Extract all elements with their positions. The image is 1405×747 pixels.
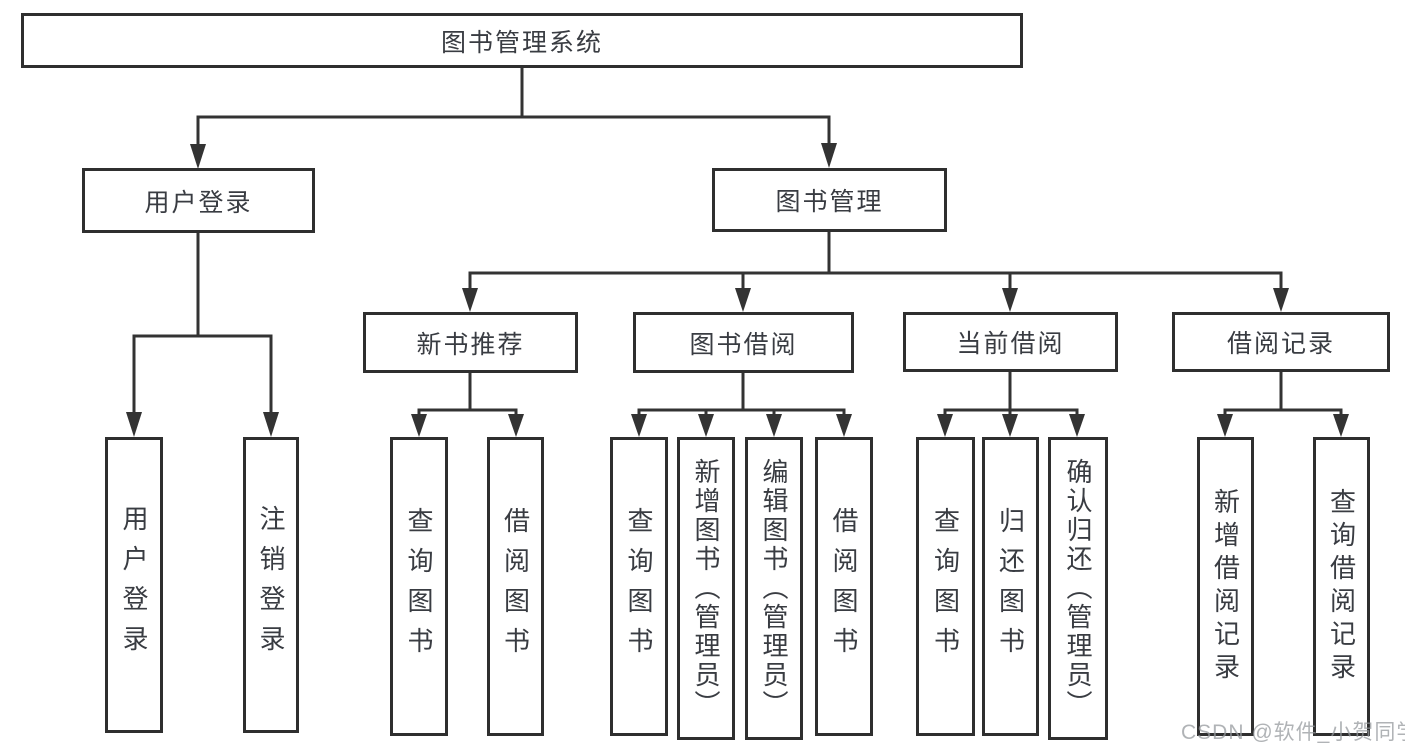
connector-records-children: [1217, 372, 1349, 437]
node-leaf-records-query: 查询借阅记录: [1313, 437, 1370, 736]
connector-mgmt-children: [462, 232, 1289, 312]
node-user-login-label: 用户登录: [144, 188, 253, 217]
node-leaf-current-confirm-admin-label: 确认归还（管理员）: [1063, 458, 1093, 719]
node-leaf-borrow-query-label: 查询图书: [624, 506, 654, 667]
node-new-book-recommend: 新书推荐: [363, 312, 578, 373]
node-book-management: 图书管理: [712, 168, 947, 232]
node-leaf-borrow-add-admin-label: 新增图书（管理员）: [691, 458, 721, 719]
node-leaf-user-login-label: 用户登录: [119, 505, 149, 665]
node-leaf-records-add: 新增借阅记录: [1197, 437, 1254, 736]
node-leaf-user-login: 用户登录: [105, 437, 163, 733]
node-book-borrow-label: 图书借阅: [689, 330, 798, 359]
node-leaf-borrow-borrow: 借阅图书: [815, 437, 873, 736]
node-current-borrow: 当前借阅: [903, 312, 1118, 372]
node-leaf-newbook-query-label: 查询图书: [404, 506, 434, 667]
node-leaf-borrow-edit-admin-label: 编辑图书（管理员）: [759, 458, 789, 719]
connector-login-children: [126, 233, 279, 437]
node-leaf-borrow-query: 查询图书: [610, 437, 668, 736]
node-current-borrow-label: 当前借阅: [956, 330, 1065, 358]
node-book-borrow: 图书借阅: [633, 312, 854, 373]
node-leaf-current-return-label: 归还图书: [995, 506, 1026, 667]
node-leaf-logout: 注销登录: [243, 437, 299, 733]
node-borrow-records: 借阅记录: [1172, 312, 1390, 372]
node-root-label: 图书管理系统: [440, 28, 603, 57]
node-leaf-newbook-borrow-label: 借阅图书: [500, 506, 531, 667]
connector-newbook-children: [411, 373, 524, 437]
node-leaf-borrow-edit-admin: 编辑图书（管理员）: [745, 437, 803, 740]
node-leaf-newbook-borrow: 借阅图书: [487, 437, 544, 736]
connector-borrow-children: [631, 373, 852, 437]
node-leaf-current-query-label: 查询图书: [930, 506, 961, 667]
node-root: 图书管理系统: [21, 13, 1023, 68]
connector-current-children: [937, 372, 1085, 437]
node-leaf-borrow-borrow-label: 借阅图书: [829, 506, 859, 667]
node-leaf-current-return: 归还图书: [982, 437, 1039, 736]
connector-root-children: [190, 68, 837, 169]
csdn-watermark: CSDN @软件_小贺同学: [1181, 721, 1405, 744]
node-leaf-logout-label: 注销登录: [256, 505, 286, 665]
node-book-management-label: 图书管理: [775, 188, 884, 216]
node-leaf-records-query-label: 查询借阅记录: [1326, 487, 1357, 686]
node-leaf-records-add-label: 新增借阅记录: [1210, 487, 1241, 686]
node-user-login: 用户登录: [82, 168, 315, 233]
node-leaf-current-confirm-admin: 确认归还（管理员）: [1048, 437, 1108, 740]
node-leaf-borrow-add-admin: 新增图书（管理员）: [677, 437, 735, 740]
node-leaf-current-query: 查询图书: [916, 437, 975, 736]
node-new-book-recommend-label: 新书推荐: [416, 330, 525, 359]
node-borrow-records-label: 借阅记录: [1226, 330, 1335, 358]
node-leaf-newbook-query: 查询图书: [390, 437, 448, 736]
